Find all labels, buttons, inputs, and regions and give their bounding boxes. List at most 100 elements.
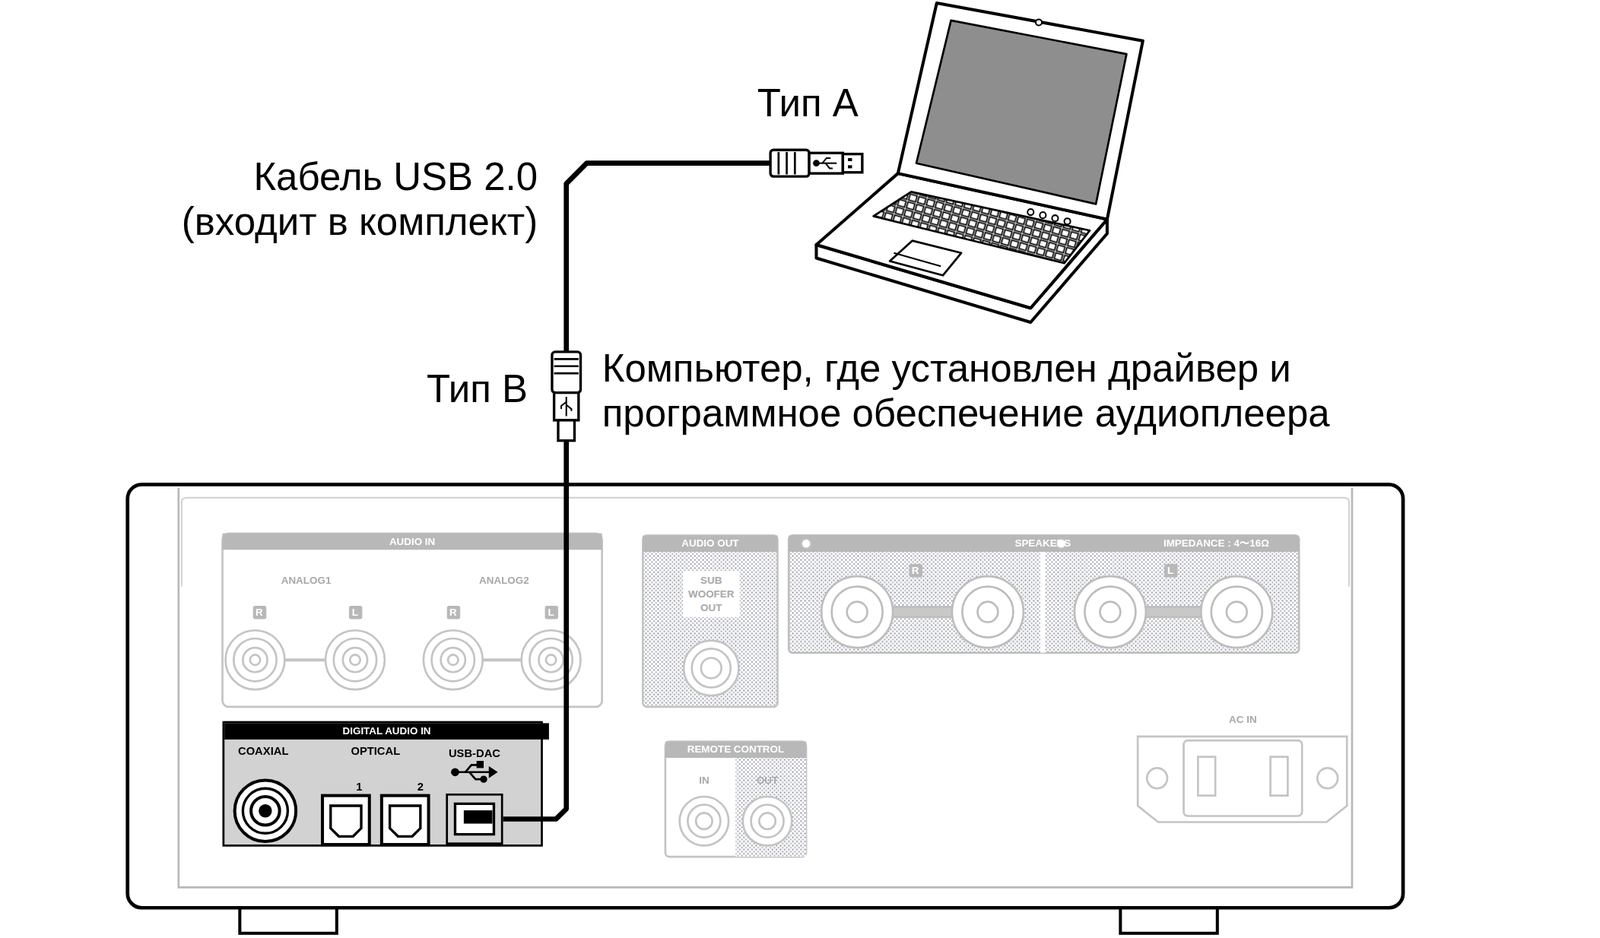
computer: Компьютер, где установлен драйвер и прог… <box>862 0 1149 322</box>
jack-name: OUT <box>746 774 788 786</box>
speaker-terminals <box>1074 576 1147 648</box>
usb-type-b-plug <box>554 358 579 361</box>
analog-inputs <box>441 647 466 673</box>
speaker-terminals <box>1200 576 1273 648</box>
usb-symbol <box>489 768 496 777</box>
usb-type-b-plug <box>561 402 572 412</box>
port-number: 1 <box>352 780 367 794</box>
section-header: AUDIO OUT <box>648 535 772 552</box>
channel-badge: R <box>252 606 266 620</box>
laptop <box>898 3 1143 220</box>
remote-control-jacks <box>735 758 807 858</box>
analog-inputs <box>325 630 385 690</box>
analog-inputs <box>349 654 360 665</box>
analog-inputs <box>233 638 277 682</box>
analog-inputs <box>447 654 458 665</box>
remote-control-jacks <box>665 742 807 858</box>
digital-inputs <box>322 796 370 845</box>
input-name: ANALOG1 <box>265 574 347 586</box>
analog-inputs <box>342 647 368 673</box>
output-name: SUB WOOFER OUT <box>682 571 740 617</box>
port-number: 2 <box>412 780 428 794</box>
analog-inputs <box>431 638 475 682</box>
amplifier-body <box>127 484 1404 934</box>
section-header: AUDIO IN <box>310 533 515 550</box>
digital-inputs <box>222 721 543 848</box>
analog-inputs <box>423 630 483 690</box>
usb-type-b-plug <box>554 372 579 375</box>
usb-symbol <box>465 765 478 772</box>
usb-type-a-plug <box>847 158 852 162</box>
speaker-terminals <box>885 606 960 617</box>
laptop <box>893 253 941 267</box>
speaker-terminals <box>788 535 1299 552</box>
usb-cable <box>503 163 863 820</box>
input-name: COAXIAL <box>222 745 305 758</box>
usb-type-b-plug <box>552 352 581 442</box>
usb-dac-port: USB-DAC <box>445 793 503 845</box>
analog-inputs <box>521 630 581 690</box>
usb-type-a-plug <box>822 158 833 169</box>
node-label: USB-DAC <box>425 746 524 759</box>
laptop <box>1035 19 1042 26</box>
analog-inputs <box>283 658 327 662</box>
digital-inputs <box>259 805 272 818</box>
speaker-terminals <box>1226 602 1248 623</box>
usb-type-a-plug <box>770 149 863 177</box>
usb-type-a-plug <box>777 152 780 175</box>
usb-type-b-plug <box>554 393 579 421</box>
remote-control-jacks <box>687 805 721 839</box>
usb-symbol <box>477 761 483 768</box>
usb-type-b-plug <box>565 396 568 416</box>
speaker-terminals <box>1084 587 1136 639</box>
remote-control-jacks <box>742 796 792 846</box>
node-label: DIGITAL AUDIO IN <box>224 723 550 740</box>
subwoofer-output <box>642 535 778 707</box>
laptop <box>1027 209 1070 225</box>
laptop <box>889 241 962 277</box>
analog-inputs <box>325 630 385 690</box>
cable-label: Кабель USB 2.0 (входит в комплект) <box>109 155 539 245</box>
speaker-terminals <box>788 535 1299 653</box>
amplifier-body <box>127 484 1404 908</box>
ac-inlet <box>1197 757 1216 797</box>
type-label: Тип A <box>757 81 859 127</box>
section-header: REMOTE CONTROL <box>666 742 805 759</box>
usb-type-b-plug <box>558 420 575 442</box>
digital-inputs <box>330 806 362 837</box>
laptop <box>1039 212 1046 219</box>
speaker-terminals <box>831 587 883 639</box>
ac-inlet <box>1184 740 1303 816</box>
ac-inlet <box>1270 757 1289 797</box>
subwoofer-output <box>642 535 778 707</box>
usb-type-a-plug <box>770 149 810 177</box>
laptop <box>916 20 1127 205</box>
speaker-terminals <box>977 602 998 623</box>
usb-type-a-plug <box>793 152 797 175</box>
speaker-terminals <box>1100 602 1121 623</box>
analog-inputs <box>538 647 563 673</box>
remote-control-jacks <box>695 812 712 829</box>
laptop <box>1027 209 1034 216</box>
subwoofer-output <box>642 535 778 552</box>
computer-caption: Компьютер, где установлен драйвер и прог… <box>602 346 1450 436</box>
ac-inlet <box>1146 768 1168 789</box>
usb-type-a-plug <box>809 152 843 174</box>
usb-type-b-plug <box>552 352 581 394</box>
remote-control-jacks <box>665 742 807 759</box>
analog-inputs <box>225 630 286 690</box>
digital-inputs <box>234 780 297 843</box>
analog-inputs <box>481 658 523 662</box>
digital-audio-in-panel: USB-DACDIGITAL AUDIO IN <box>222 721 543 848</box>
analog-inputs <box>250 654 261 665</box>
subwoofer-output <box>692 648 731 688</box>
ac-inlet <box>1317 768 1338 789</box>
remote-control-jacks <box>758 812 775 829</box>
usb-type-a-plug <box>814 161 819 166</box>
usb-type-a-plug <box>847 165 852 169</box>
ac-inlet <box>1137 736 1347 823</box>
digital-inputs <box>454 803 494 835</box>
channel-badge: L <box>348 606 362 620</box>
